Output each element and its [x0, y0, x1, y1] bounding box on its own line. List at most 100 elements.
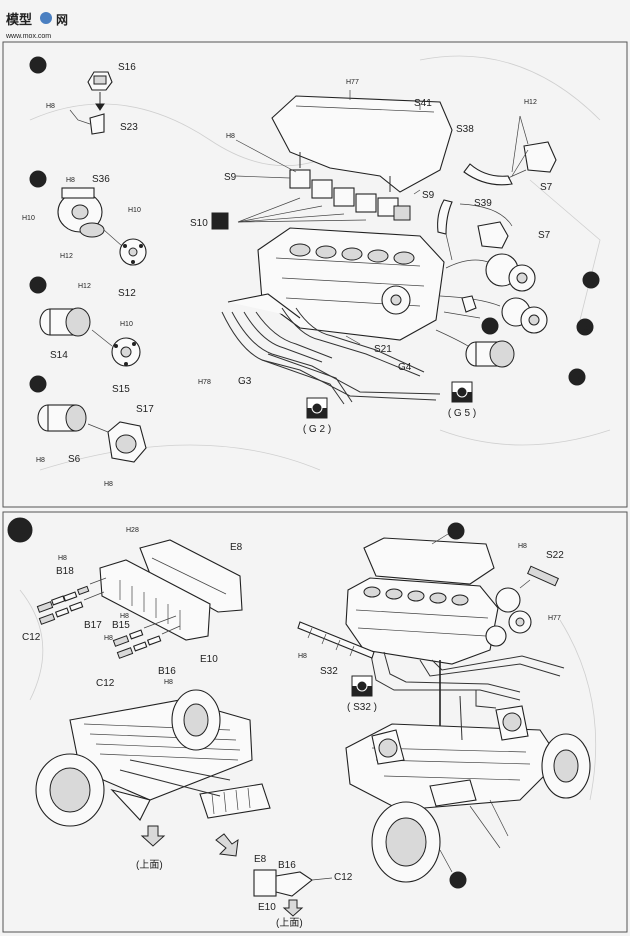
svg-text:B18: B18 — [56, 566, 74, 577]
marker-c: C — [35, 281, 42, 291]
svg-text:S15: S15 — [112, 384, 130, 395]
svg-text:E8: E8 — [230, 542, 243, 553]
paint-marker-s32: ( S32 ) — [347, 675, 377, 713]
watermark-bottom: www.mox.com — [5, 33, 51, 40]
svg-text:S6: S6 — [68, 454, 81, 465]
svg-text:( G 2 ): ( G 2 ) — [303, 424, 331, 435]
svg-text:S12: S12 — [118, 288, 136, 299]
engine-cylinders — [289, 243, 415, 265]
intake-stacks — [289, 169, 411, 221]
marker-b-ref: B — [588, 276, 595, 286]
paint-marker-g2: ( G 2 ) — [303, 397, 331, 435]
hose-fittings-left — [36, 577, 107, 625]
svg-text:E8: E8 — [254, 854, 267, 865]
marker-d: D — [35, 380, 42, 390]
svg-text:H28: H28 — [126, 527, 139, 534]
radiator-exploded: H28 E8 H8 B18 H8 C12 B17 B15 H8 E10 C12 … — [22, 527, 243, 689]
svg-text:H8: H8 — [226, 133, 235, 140]
svg-text:H8: H8 — [36, 457, 45, 464]
svg-text:G3: G3 — [238, 376, 252, 387]
svg-text:S7: S7 — [540, 182, 553, 193]
svg-text:S9: S9 — [224, 172, 237, 183]
svg-text:C12: C12 — [334, 872, 353, 883]
svg-text:H8: H8 — [58, 555, 67, 562]
engine-assembly: B C A D H77 — [190, 79, 600, 435]
svg-text:G4: G4 — [398, 362, 412, 373]
svg-text:S9: S9 — [422, 190, 435, 201]
svg-text:S21: S21 — [374, 344, 392, 355]
svg-text:H12: H12 — [524, 99, 537, 106]
marker-c-ref: C — [582, 323, 589, 333]
svg-text:H8: H8 — [104, 481, 113, 488]
subassembly-a: A S16 H8 S23 — [29, 56, 138, 135]
subassembly-c: C H12 S14 H10 S15 — [29, 276, 141, 395]
svg-text:S17: S17 — [136, 404, 154, 415]
svg-text:S14: S14 — [50, 350, 68, 361]
svg-text:H77: H77 — [346, 79, 359, 86]
chassis-left: (上面) — [35, 689, 271, 871]
svg-text:S16: S16 — [118, 62, 136, 73]
svg-text:H8: H8 — [298, 653, 307, 660]
svg-text:B16: B16 — [158, 666, 176, 677]
engine-stacks — [363, 586, 469, 606]
step-ref-8: 8 — [455, 876, 460, 886]
svg-text:H77: H77 — [548, 615, 561, 622]
svg-text:C12: C12 — [22, 632, 41, 643]
svg-text:( S32 ): ( S32 ) — [347, 702, 377, 713]
svg-text:H8: H8 — [46, 103, 55, 110]
svg-text:H10: H10 — [22, 215, 35, 222]
svg-text:S23: S23 — [120, 122, 138, 133]
svg-text:B15: B15 — [112, 620, 130, 631]
svg-text:H10: H10 — [120, 321, 133, 328]
subassembly-d: D S17 H8 S6 H8 — [29, 375, 154, 488]
marker-d-ref: D — [574, 373, 581, 383]
svg-text:H8: H8 — [164, 679, 173, 686]
top-view-note-b: (上面) — [276, 917, 303, 929]
engine-from-step-10: 10 H8 S22 H77 H8 S32 ( S32 ) — [297, 522, 564, 778]
svg-text:S10: S10 — [190, 218, 208, 229]
top-view-detail: E8 B16 C12 E10 (上面) — [253, 854, 353, 929]
subassembly-b: B H8 S36 H10 H12 H10 S12 — [22, 170, 147, 299]
chassis-radiator-fins — [211, 787, 251, 815]
svg-text:H8: H8 — [120, 613, 129, 620]
svg-text:S32: S32 — [320, 666, 338, 677]
top-view-note-a: (上面) — [136, 859, 163, 871]
svg-text:H8: H8 — [66, 177, 75, 184]
svg-text:S38: S38 — [456, 124, 474, 135]
svg-text:H8: H8 — [518, 543, 527, 550]
marker-b: B — [35, 175, 42, 185]
svg-text:H78: H78 — [198, 379, 211, 386]
chassis-right: 8 — [345, 690, 591, 889]
svg-text:S7: S7 — [538, 230, 551, 241]
svg-text:S36: S36 — [92, 174, 110, 185]
step-ref-10: 10 — [451, 527, 461, 537]
svg-text:B16: B16 — [278, 860, 296, 871]
svg-text:H10: H10 — [128, 207, 141, 214]
svg-text:H8: H8 — [104, 635, 113, 642]
svg-text:H12: H12 — [60, 253, 73, 260]
svg-text:( G 5 ): ( G 5 ) — [448, 408, 476, 419]
step-number: 11 — [13, 523, 27, 538]
bottom-panel: 11 — [2, 511, 628, 933]
paint-marker-g5: ( G 5 ) — [448, 381, 476, 419]
exhaust-pipes — [221, 293, 441, 405]
svg-text:H12: H12 — [78, 283, 91, 290]
svg-text:S39: S39 — [474, 198, 492, 209]
svg-text:×4: ×4 — [214, 217, 226, 228]
svg-text:B17: B17 — [84, 620, 102, 631]
top-panel: A S16 H8 S23 B H8 S36 H — [2, 41, 628, 508]
svg-text:S22: S22 — [546, 550, 564, 561]
radiator-fins — [119, 580, 181, 630]
hose-fittings-right — [112, 615, 181, 659]
marker-a-ref: A — [487, 322, 494, 332]
step-number-badge: 11 — [7, 517, 33, 543]
svg-text:E10: E10 — [258, 902, 276, 913]
svg-text:E10: E10 — [200, 654, 218, 665]
svg-text:网: 网 — [56, 13, 68, 27]
marker-a: A — [35, 61, 42, 71]
watermark: 模型 网 www.mox.com — [5, 12, 68, 40]
svg-text:C12: C12 — [96, 678, 115, 689]
svg-text:S41: S41 — [414, 98, 432, 109]
watermark-top: 模型 — [6, 12, 32, 27]
